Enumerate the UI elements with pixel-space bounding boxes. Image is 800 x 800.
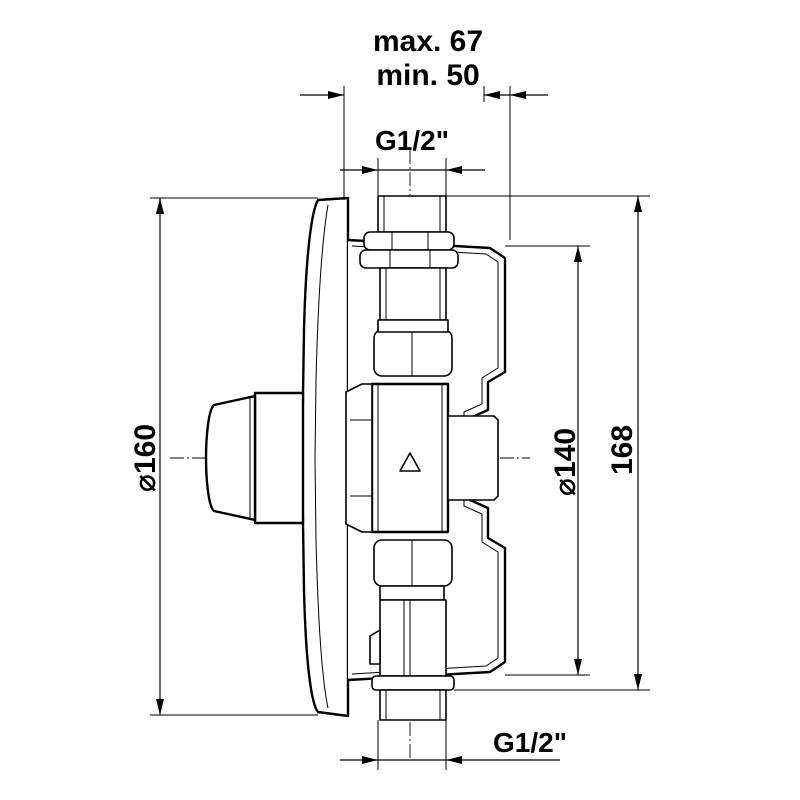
bottom-thread-label: G1/2" [493, 727, 567, 758]
cover-plate [300, 196, 350, 718]
box-diameter-label: ⌀140 [549, 428, 582, 496]
cover-diameter-dimension [150, 197, 318, 716]
bottom-fitting [369, 539, 455, 721]
top-thread-dimension [340, 158, 485, 196]
valve-body [345, 382, 499, 534]
top-thread-label: G1/2" [375, 125, 449, 156]
box-diameter-dimension [505, 245, 590, 676]
top-fitting [359, 195, 459, 377]
depth-dimension [300, 86, 548, 240]
depth-max-label: max. 67 [373, 25, 483, 58]
push-button [204, 391, 305, 525]
depth-min-label: min. 50 [376, 59, 479, 92]
overall-height-dimension [446, 195, 650, 691]
bottom-thread-dimension [340, 720, 560, 770]
flow-direction-icon [399, 452, 421, 472]
cover-diameter-label: ⌀160 [129, 424, 162, 492]
overall-height-label: 168 [606, 425, 639, 475]
